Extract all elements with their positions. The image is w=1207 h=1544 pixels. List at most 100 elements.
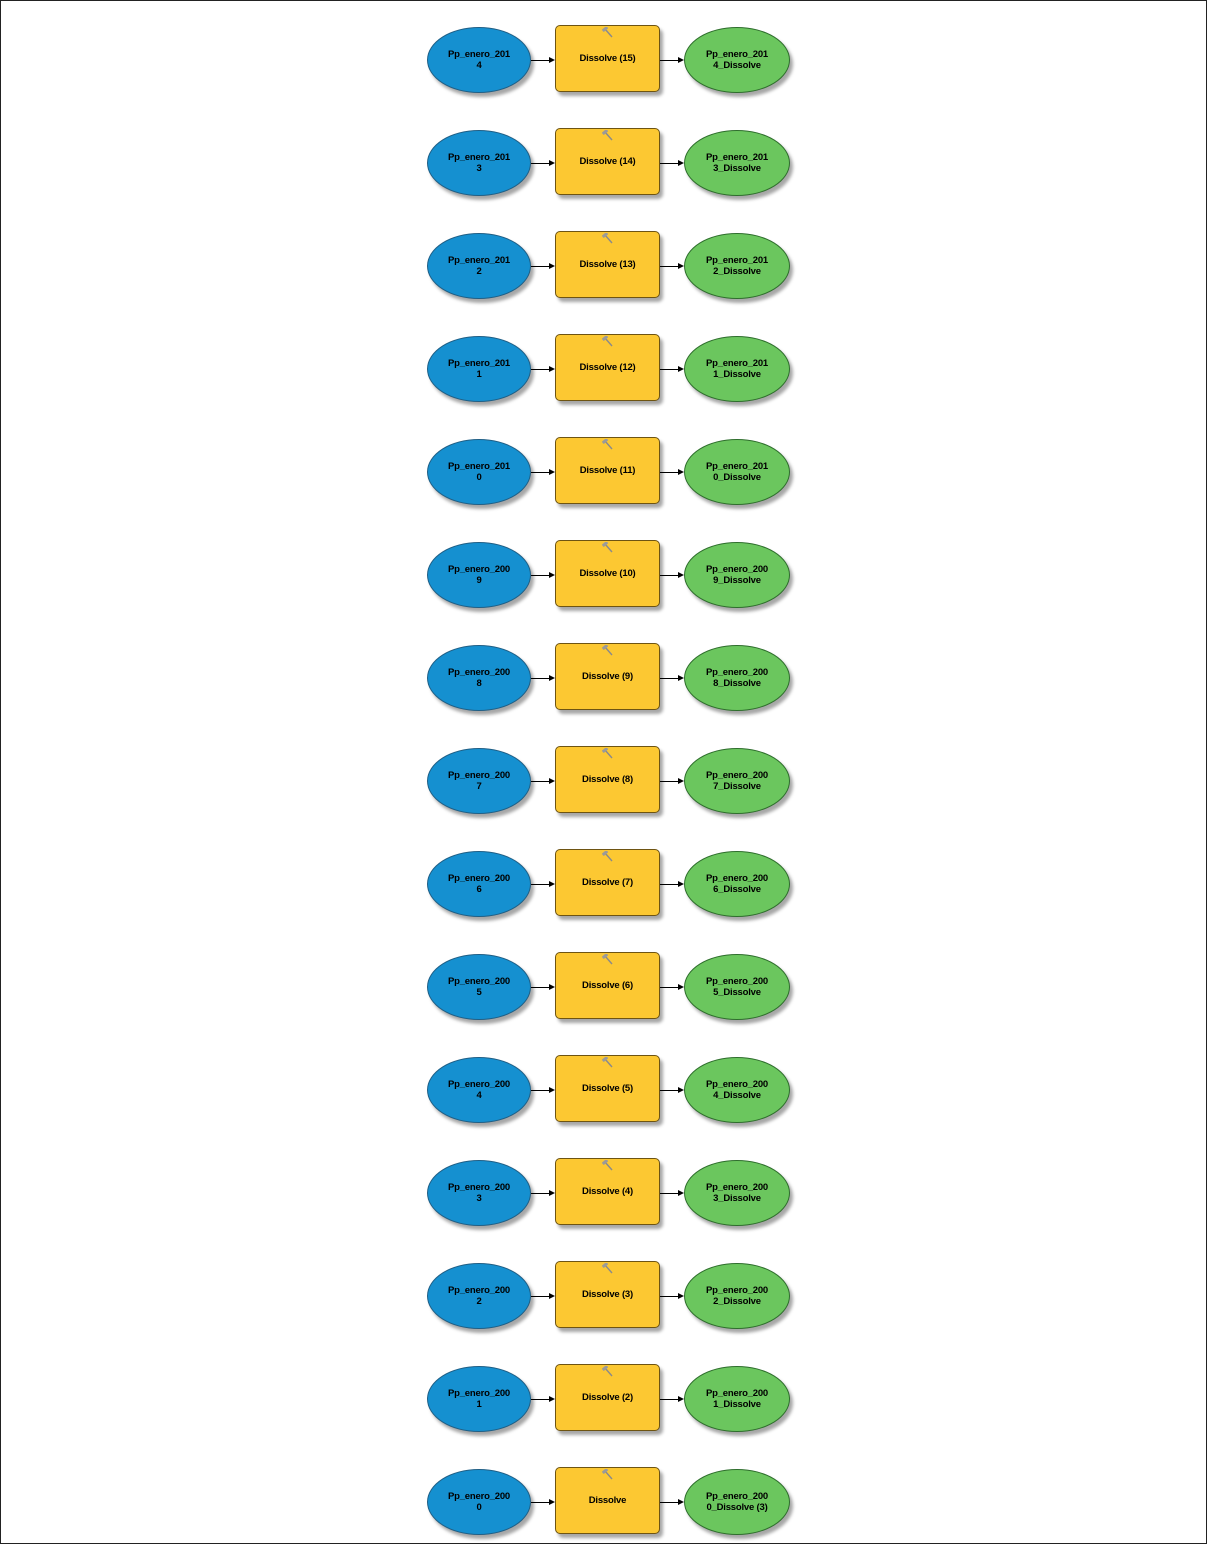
dissolve-tool-node[interactable]: Dissolve (13) <box>555 231 660 298</box>
arrowhead-icon <box>549 469 555 475</box>
process-row: Pp_enero_200 5 Dissolve (6) Pp_enero_200 5… <box>421 948 801 1028</box>
output-connector <box>660 1296 678 1297</box>
output-dataset-node[interactable]: Pp_enero_200 5_Dissolve <box>684 954 790 1020</box>
output-dataset-node[interactable]: Pp_enero_200 0_Dissolve (3) <box>684 1469 790 1535</box>
output-dataset-label: Pp_enero_200 6_Dissolve <box>705 873 769 895</box>
dissolve-tool-node[interactable]: Dissolve (2) <box>555 1364 660 1431</box>
process-row: Pp_enero_200 2 Dissolve (3) Pp_enero_200 2… <box>421 1257 801 1337</box>
output-connector <box>660 1502 678 1503</box>
input-dataset-label: Pp_enero_200 7 <box>447 770 511 792</box>
input-connector <box>531 575 549 576</box>
input-dataset-label: Pp_enero_200 0 <box>447 1491 511 1513</box>
output-dataset-label: Pp_enero_200 7_Dissolve <box>705 770 769 792</box>
input-dataset-node[interactable]: Pp_enero_200 3 <box>427 1160 531 1226</box>
process-row: Pp_enero_200 1 Dissolve (2) Pp_enero_200 1… <box>421 1360 801 1440</box>
dissolve-tool-node[interactable]: Dissolve (8) <box>555 746 660 813</box>
output-dataset-node[interactable]: Pp_enero_201 4_Dissolve <box>684 27 790 93</box>
output-dataset-label: Pp_enero_201 0_Dissolve <box>705 461 769 483</box>
dissolve-tool-node[interactable]: Dissolve (11) <box>555 437 660 504</box>
dissolve-tool-label: Dissolve (10) <box>579 568 636 579</box>
output-dataset-node[interactable]: Pp_enero_201 3_Dissolve <box>684 130 790 196</box>
dissolve-tool-label: Dissolve (15) <box>579 53 636 64</box>
input-connector <box>531 266 549 267</box>
output-dataset-label: Pp_enero_201 2_Dissolve <box>705 255 769 277</box>
input-connector <box>531 1193 549 1194</box>
input-connector <box>531 678 549 679</box>
output-connector <box>660 1090 678 1091</box>
hammer-icon <box>601 1160 613 1171</box>
hammer-icon <box>601 748 613 759</box>
output-dataset-label: Pp_enero_200 2_Dissolve <box>705 1285 769 1307</box>
input-dataset-node[interactable]: Pp_enero_200 6 <box>427 851 531 917</box>
arrowhead-icon <box>678 1499 684 1505</box>
input-dataset-node[interactable]: Pp_enero_200 9 <box>427 542 531 608</box>
input-connector <box>531 60 549 61</box>
dissolve-tool-node[interactable]: Dissolve (12) <box>555 334 660 401</box>
dissolve-tool-node[interactable]: Dissolve (10) <box>555 540 660 607</box>
input-dataset-label: Pp_enero_200 6 <box>447 873 511 895</box>
dissolve-tool-label: Dissolve (6) <box>582 980 633 991</box>
input-dataset-node[interactable]: Pp_enero_201 0 <box>427 439 531 505</box>
dissolve-tool-node[interactable]: Dissolve (7) <box>555 849 660 916</box>
output-dataset-node[interactable]: Pp_enero_201 2_Dissolve <box>684 233 790 299</box>
dissolve-tool-node[interactable]: Dissolve (15) <box>555 25 660 92</box>
dissolve-tool-node[interactable]: Dissolve (9) <box>555 643 660 710</box>
dissolve-tool-node[interactable]: Dissolve (3) <box>555 1261 660 1328</box>
output-dataset-node[interactable]: Pp_enero_200 6_Dissolve <box>684 851 790 917</box>
output-dataset-node[interactable]: Pp_enero_200 1_Dissolve <box>684 1366 790 1432</box>
input-dataset-node[interactable]: Pp_enero_201 4 <box>427 27 531 93</box>
process-row: Pp_enero_201 0 Dissolve (11) Pp_enero_201 … <box>421 433 801 513</box>
process-row: Pp_enero_200 0 Dissolve Pp_enero_200 0_Dis… <box>421 1463 801 1543</box>
dissolve-tool-label: Dissolve (4) <box>582 1186 633 1197</box>
arrowhead-icon <box>678 572 684 578</box>
input-dataset-label: Pp_enero_201 3 <box>447 152 511 174</box>
input-dataset-node[interactable]: Pp_enero_200 0 <box>427 1469 531 1535</box>
output-dataset-node[interactable]: Pp_enero_200 7_Dissolve <box>684 748 790 814</box>
output-dataset-node[interactable]: Pp_enero_200 2_Dissolve <box>684 1263 790 1329</box>
dissolve-tool-node[interactable]: Dissolve (5) <box>555 1055 660 1122</box>
output-dataset-node[interactable]: Pp_enero_200 3_Dissolve <box>684 1160 790 1226</box>
output-dataset-node[interactable]: Pp_enero_200 8_Dissolve <box>684 645 790 711</box>
input-connector <box>531 1399 549 1400</box>
output-connector <box>660 1399 678 1400</box>
output-dataset-label: Pp_enero_201 1_Dissolve <box>705 358 769 380</box>
dissolve-tool-node[interactable]: Dissolve (14) <box>555 128 660 195</box>
dissolve-tool-node[interactable]: Dissolve <box>555 1467 660 1534</box>
dissolve-tool-label: Dissolve (8) <box>582 774 633 785</box>
arrowhead-icon <box>678 1190 684 1196</box>
arrowhead-icon <box>549 1293 555 1299</box>
dissolve-tool-node[interactable]: Dissolve (4) <box>555 1158 660 1225</box>
input-dataset-node[interactable]: Pp_enero_201 2 <box>427 233 531 299</box>
process-row: Pp_enero_201 3 Dissolve (14) Pp_enero_201 … <box>421 124 801 204</box>
input-dataset-label: Pp_enero_200 5 <box>447 976 511 998</box>
input-dataset-node[interactable]: Pp_enero_201 1 <box>427 336 531 402</box>
process-row: Pp_enero_201 1 Dissolve (12) Pp_enero_201 … <box>421 330 801 410</box>
arrowhead-icon <box>549 160 555 166</box>
hammer-icon <box>601 233 613 244</box>
input-dataset-node[interactable]: Pp_enero_200 8 <box>427 645 531 711</box>
output-dataset-node[interactable]: Pp_enero_200 9_Dissolve <box>684 542 790 608</box>
arrowhead-icon <box>678 1396 684 1402</box>
arrowhead-icon <box>678 160 684 166</box>
input-dataset-node[interactable]: Pp_enero_200 7 <box>427 748 531 814</box>
input-dataset-label: Pp_enero_200 2 <box>447 1285 511 1307</box>
dissolve-tool-label: Dissolve (9) <box>582 671 633 682</box>
input-connector <box>531 472 549 473</box>
input-dataset-node[interactable]: Pp_enero_200 2 <box>427 1263 531 1329</box>
dissolve-tool-node[interactable]: Dissolve (6) <box>555 952 660 1019</box>
arrowhead-icon <box>678 57 684 63</box>
dissolve-tool-label: Dissolve (2) <box>582 1392 633 1403</box>
input-dataset-node[interactable]: Pp_enero_200 5 <box>427 954 531 1020</box>
input-connector <box>531 1296 549 1297</box>
input-dataset-node[interactable]: Pp_enero_200 1 <box>427 1366 531 1432</box>
output-dataset-node[interactable]: Pp_enero_201 1_Dissolve <box>684 336 790 402</box>
arrowhead-icon <box>678 881 684 887</box>
output-dataset-node[interactable]: Pp_enero_201 0_Dissolve <box>684 439 790 505</box>
input-connector <box>531 1090 549 1091</box>
output-dataset-label: Pp_enero_200 9_Dissolve <box>705 564 769 586</box>
output-dataset-node[interactable]: Pp_enero_200 4_Dissolve <box>684 1057 790 1123</box>
output-connector <box>660 1193 678 1194</box>
input-dataset-node[interactable]: Pp_enero_201 3 <box>427 130 531 196</box>
input-dataset-node[interactable]: Pp_enero_200 4 <box>427 1057 531 1123</box>
